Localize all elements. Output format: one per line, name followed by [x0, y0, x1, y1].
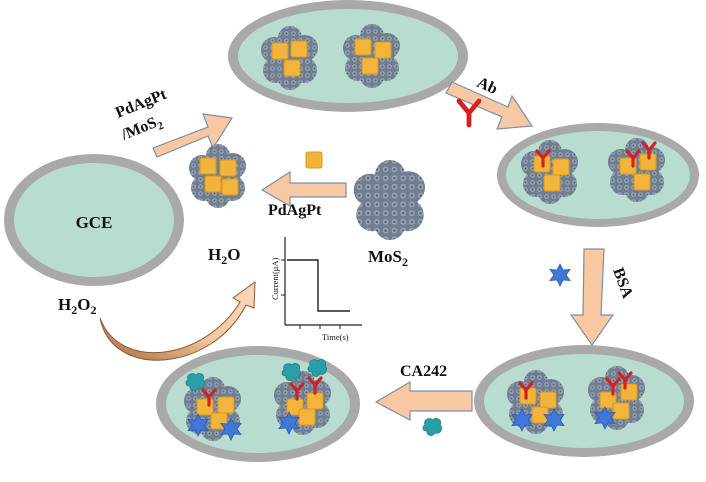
arrow-reduction-curve: [99, 280, 256, 361]
label-ca242: CA242: [400, 363, 447, 380]
electrode-antigen: [156, 346, 360, 462]
plot-ylabel: Current(μA): [270, 258, 280, 300]
gce-electrode: GCE: [4, 154, 184, 286]
mos2-nanosheet: [353, 160, 425, 240]
antibody-icon: [456, 98, 482, 128]
electrode-antibody: [497, 123, 699, 227]
antigen-icon: [422, 417, 443, 436]
label-bsa: BSA: [609, 266, 636, 301]
inset-amperometry-plot: Current(μA) Time(s): [270, 237, 362, 342]
label-ab: Ab: [474, 74, 500, 98]
gce-label: GCE: [76, 213, 113, 232]
arrow-bsa: [569, 248, 615, 347]
label-mos2: MoS2: [368, 247, 408, 269]
arrow-synthesis: [260, 170, 347, 208]
label-h2o2: H2O2: [58, 295, 96, 317]
label-pdagpt-mos2: PdAgPt: [113, 86, 169, 122]
arrow-modification: [152, 113, 234, 158]
label-h2o: H2O: [208, 245, 240, 267]
pdagpt-nanoparticle: [305, 151, 323, 169]
arrow-antigen: [374, 380, 473, 421]
electrode-modified: [228, 0, 468, 112]
bsa-icon: [549, 263, 571, 287]
label-pdagpt: PdAgPt: [268, 202, 322, 219]
arrow-antibody: [445, 81, 534, 130]
plot-xlabel: Time(s): [322, 332, 349, 342]
plot-current-trace: [287, 259, 350, 312]
pdagpt-mos2-composite: [189, 144, 246, 208]
electrode-bsa: [474, 345, 694, 457]
